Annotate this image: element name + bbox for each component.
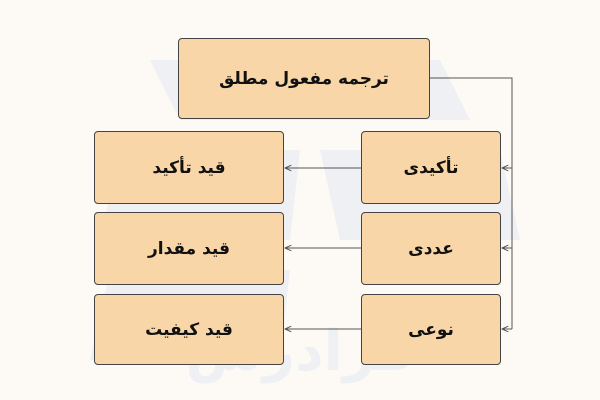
category-node-type: نوعی — [361, 294, 501, 365]
result-node-manner-adverb: قید کیفیت — [94, 294, 284, 365]
category-node-label: تأکیدی — [403, 157, 459, 178]
result-node-label: قید تأکید — [152, 157, 226, 178]
trunk-line — [430, 77, 513, 329]
category-node-numeric: عددی — [361, 212, 501, 285]
root-node-label: ترجمه مفعول مطلق — [219, 68, 389, 89]
category-node-label: عددی — [408, 238, 454, 259]
result-node-quantity-adverb: قید مقدار — [94, 212, 284, 285]
result-node-label: قید مقدار — [148, 238, 231, 259]
result-node-emphasis-adverb: قید تأکید — [94, 131, 284, 204]
result-node-label: قید کیفیت — [145, 319, 233, 340]
category-node-label: نوعی — [408, 319, 454, 340]
category-node-emphatic: تأکیدی — [361, 131, 501, 204]
root-node: ترجمه مفعول مطلق — [178, 38, 430, 119]
